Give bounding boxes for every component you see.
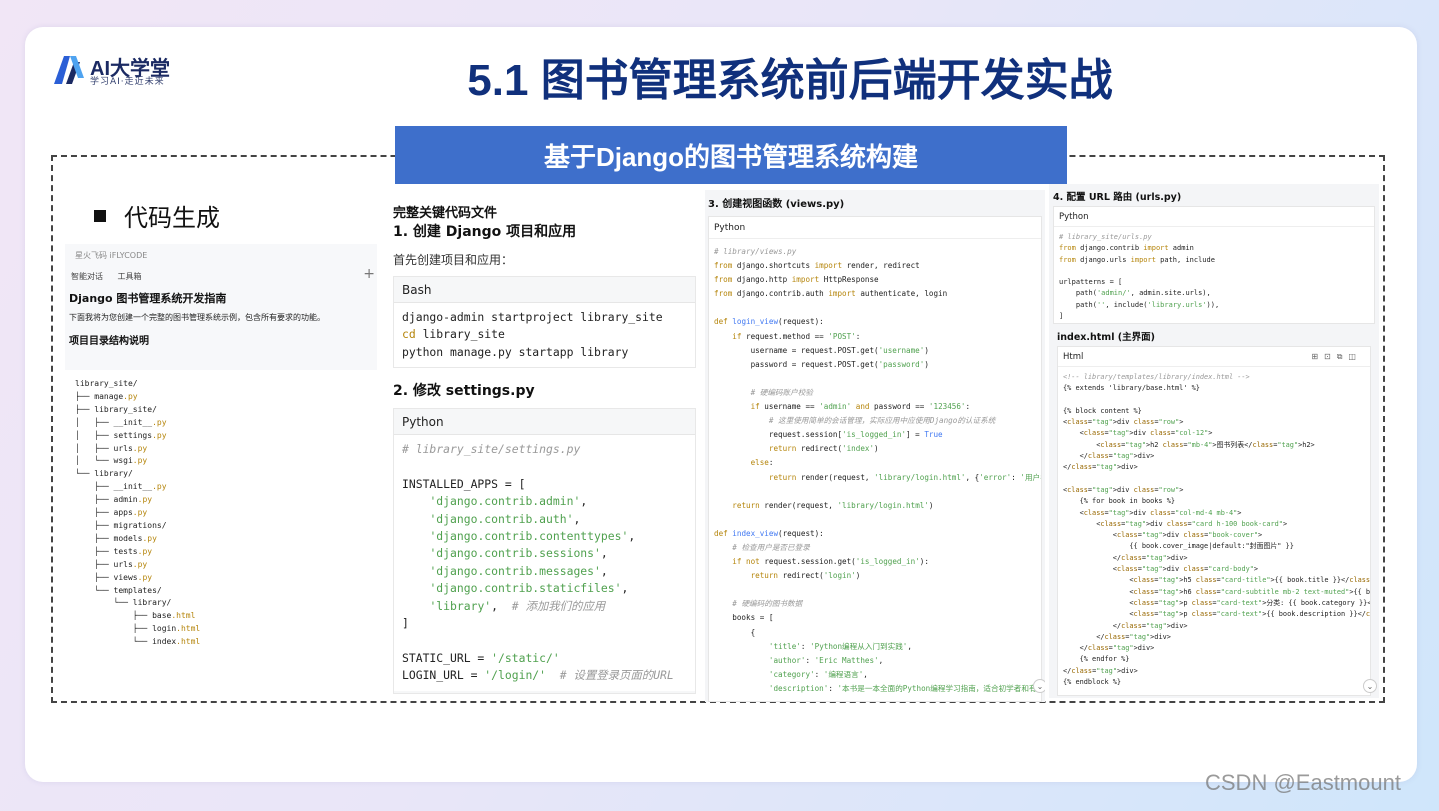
code-lang-label: Python [1054,207,1374,227]
code-lang-label: Python [394,409,695,435]
panel-tabs: 智能对话 工具箱 [71,271,154,282]
views-code[interactable]: # library/views.py from django.shortcuts… [714,247,1041,693]
key-files-heading: 完整关键代码文件 [393,206,498,221]
logo-mark-icon [54,56,84,84]
bullet-square-icon [94,209,106,222]
python-code-block: Python # library_site/settings.py INSTAL… [393,408,696,694]
step2-heading: 2. 修改 settings.py [393,383,535,399]
add-icon[interactable]: + [363,266,375,282]
code-lang-label-row: Html ⊞⊡⧉◫ [1058,347,1370,367]
bullet-heading: 代码生成 [94,198,220,233]
step4-heading: 4. 配置 URL 路由 (urls.py) [1053,192,1182,203]
tab-smart-chat[interactable]: 智能对话 [71,272,103,281]
directory-tree: library_site/ ├── manage.py ├── library_… [65,350,377,656]
watermark: CSDN @Eastmount [1205,770,1401,795]
step3-heading: 3. 创建视图函数 (views.py) [708,199,845,210]
html-code-block: Html ⊞⊡⧉◫ <!-- library/templates/library… [1057,346,1371,696]
code-lang-label: Bash [394,277,695,303]
bash-code-block: Bash django-admin startproject library_s… [393,276,696,368]
urls-panel: 4. 配置 URL 路由 (urls.py) Python # library_… [1049,184,1379,698]
code-toolbar-icons[interactable]: ⊞⊡⧉◫ [1311,352,1362,361]
html-code[interactable]: <!-- library/templates/library/index.htm… [1063,373,1370,687]
guide-description: 下面我将为您创建一个完整的图书管理系统示例，包含所有要求的功能。 [69,313,325,322]
views-panel: 3. 创建视图函数 (views.py) Python # library/vi… [705,190,1045,702]
scroll-down-icon[interactable]: ⌄ [1033,679,1045,693]
tree-heading: 项目目录结构说明 [69,336,149,347]
code-line: python manage.py startapp library [402,344,629,359]
guide-heading: Django 图书管理系统开发指南 [69,292,227,305]
logo-subtitle: 学习AI·走近未来 [90,77,165,87]
brand-label: 星火飞码 iFLYCODE [75,251,148,260]
section-banner: 基于Django的图书管理系统构建 [395,126,1067,184]
iflycode-chat-panel: 星火飞码 iFLYCODE 智能对话 工具箱 + Django 图书管理系统开发… [65,244,377,656]
step1-heading: 1. 创建 Django 项目和应用 [393,224,577,240]
logo: AI大学堂 学习AI·走近未来 [52,52,202,88]
code-lang-label: Python [709,217,1041,239]
tab-toolbox[interactable]: 工具箱 [117,272,142,281]
code-lang-label: Html [1063,351,1084,362]
page-title: 5.1 图书管理系统前后端开发实战 [467,56,1113,105]
code-line: library_site [415,327,505,342]
urls-code-block: Python # library_site/urls.py from djang… [1053,206,1375,324]
urls-code[interactable]: # library_site/urls.py from django.contr… [1059,233,1220,321]
scroll-down-icon[interactable]: ⌄ [1363,679,1377,693]
key-code-panel: 完整关键代码文件 1. 创建 Django 项目和应用 首先创建项目和应用： B… [383,194,699,694]
step1-intro: 首先创建项目和应用： [393,253,514,267]
index-html-heading: index.html (主界面) [1057,332,1155,343]
bullet-text: 代码生成 [124,205,220,232]
code-keyword: cd [402,327,416,342]
settings-code[interactable]: # library_site/settings.py INSTALLED_APP… [394,435,695,691]
views-code-block: Python # library/views.py from django.sh… [708,216,1042,702]
code-line: django-admin startproject library_site [402,310,663,324]
bash-code[interactable]: django-admin startproject library_site c… [394,303,695,368]
logo-title: AI大学堂 [90,58,170,80]
